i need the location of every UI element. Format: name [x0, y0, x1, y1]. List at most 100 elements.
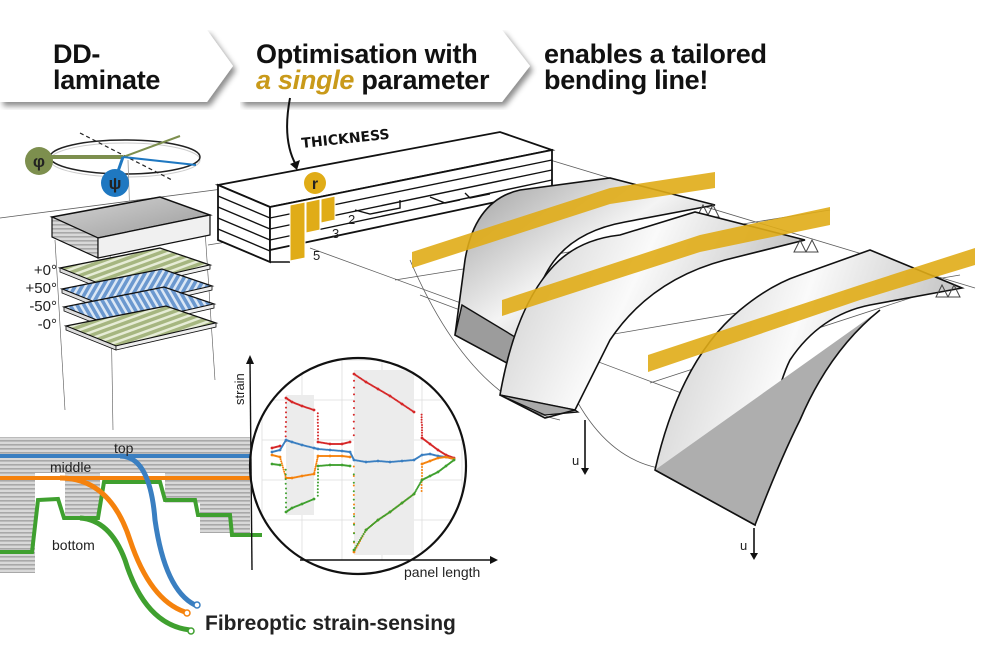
fibre-end-icon — [193, 601, 201, 609]
data-point — [412, 410, 416, 414]
data-point — [284, 468, 287, 471]
data-point — [317, 425, 319, 427]
data-point — [353, 523, 355, 526]
ply-label: -50° — [29, 298, 57, 315]
data-point — [315, 462, 318, 465]
ply-label: -0° — [38, 316, 57, 333]
data-point — [317, 481, 319, 484]
data-point — [353, 407, 355, 409]
data-point — [352, 434, 355, 437]
data-point — [317, 478, 319, 481]
data-point — [420, 418, 423, 421]
data-point — [356, 543, 359, 545]
data-point — [420, 487, 423, 489]
data-point — [348, 455, 352, 459]
data-point — [284, 474, 287, 477]
thickness-label: THICKNESS — [301, 127, 391, 152]
banner-arrow-shape — [0, 30, 233, 102]
data-point — [316, 412, 319, 415]
displacement-label: u — [572, 453, 579, 468]
data-point — [352, 548, 356, 552]
y-axis — [249, 359, 253, 571]
arrow-head-icon — [290, 160, 300, 170]
data-point — [312, 472, 316, 476]
data-point — [284, 473, 287, 476]
banner-text-rest: parameter — [354, 65, 490, 95]
strain-chart: strain panel length — [232, 355, 498, 580]
data-point — [285, 421, 287, 423]
data-point — [278, 444, 282, 448]
data-point — [363, 531, 366, 533]
data-point — [280, 462, 283, 465]
data-point — [352, 473, 355, 476]
data-point — [421, 431, 423, 434]
gold-strip — [412, 172, 715, 268]
support-icon — [935, 283, 961, 298]
data-point — [312, 497, 316, 501]
step-label: 5 — [313, 248, 320, 263]
data-point — [314, 465, 317, 468]
bending-panel-2: u — [499, 207, 830, 475]
chart-shade — [286, 395, 314, 515]
data-point — [421, 434, 423, 437]
fibre-lead-bottom — [79, 515, 191, 633]
data-point — [285, 416, 287, 419]
data-point — [353, 513, 355, 515]
data-point — [352, 465, 355, 468]
data-point — [285, 506, 287, 509]
series-bottom — [270, 458, 456, 552]
data-point — [421, 475, 423, 477]
data-point — [313, 471, 316, 474]
data-point — [353, 507, 355, 509]
data-point — [352, 420, 355, 423]
data-point — [452, 458, 456, 462]
fibre-lead-middle — [59, 475, 186, 615]
thickness-block: r 2 3 5 — [214, 131, 556, 264]
data-point — [317, 428, 319, 431]
angle-diagram: φ ψ — [25, 132, 201, 219]
fibre-bottom — [0, 480, 262, 554]
data-point — [315, 460, 318, 463]
data-point — [284, 482, 287, 485]
data-point — [348, 464, 352, 468]
data-point — [353, 386, 355, 389]
data-point — [285, 487, 287, 490]
data-point — [353, 540, 355, 543]
displacement-arrow-icon — [581, 468, 589, 475]
step-label: 3 — [332, 226, 339, 241]
step-label: 2 — [348, 212, 355, 227]
data-point — [354, 547, 357, 549]
data-point — [317, 468, 319, 471]
magnifier-ring — [248, 356, 468, 576]
data-point — [421, 469, 423, 471]
banner-text-line1: Optimisation with — [256, 39, 478, 69]
data-point — [312, 408, 316, 412]
data-point — [355, 545, 358, 547]
data-point — [353, 400, 355, 403]
banner-text-line2: a single parameter — [256, 65, 490, 95]
data-point — [352, 484, 355, 487]
data-point — [285, 411, 287, 414]
data-point — [420, 416, 423, 419]
data-point — [362, 533, 365, 535]
thickness-highlight — [289, 195, 336, 262]
data-point — [316, 421, 319, 424]
series-red — [270, 372, 456, 460]
data-point — [352, 413, 355, 416]
data-point — [360, 537, 363, 539]
displacement-arrow-icon — [750, 553, 758, 560]
banner-text-line2: laminate — [53, 65, 161, 95]
banner-bending-line: enables a tailored bending line! — [530, 30, 830, 102]
data-point — [278, 463, 282, 467]
gold-strip — [648, 248, 975, 372]
data-point — [316, 491, 319, 494]
banner-text-line1: enables a tailored — [544, 39, 767, 69]
data-point — [316, 494, 319, 497]
data-point — [353, 379, 355, 382]
data-point — [282, 466, 284, 469]
fibre-lead-top — [119, 453, 197, 608]
phi-symbol: φ — [33, 152, 45, 171]
data-point — [359, 539, 361, 541]
fibre-title: Fibreoptic strain-sensing — [205, 612, 456, 635]
data-point — [421, 466, 423, 468]
